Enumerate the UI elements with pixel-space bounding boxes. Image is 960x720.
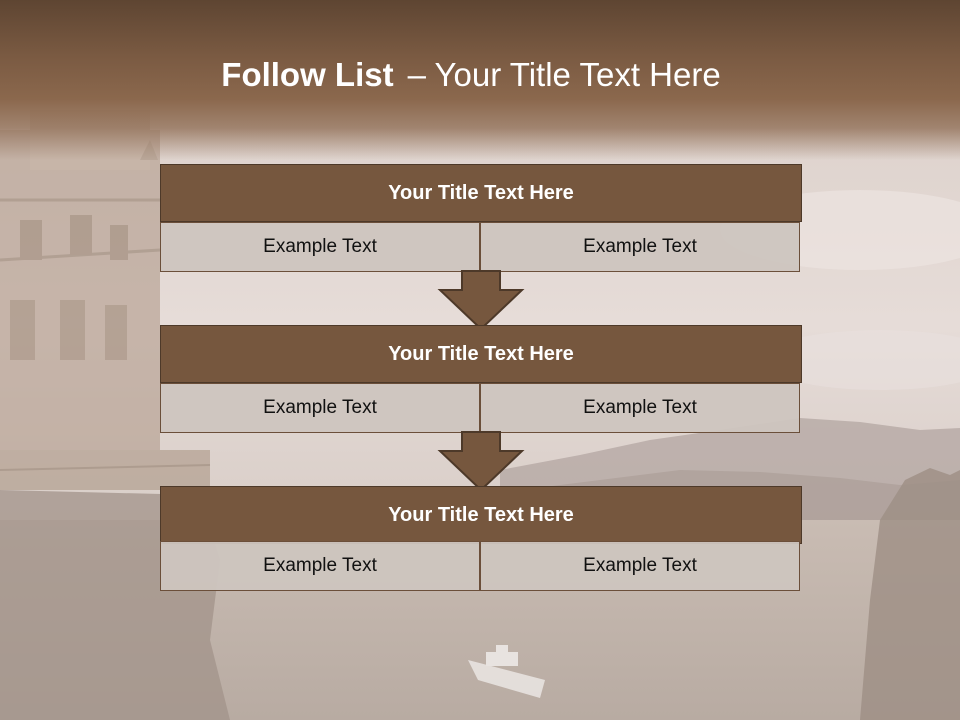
slide-title-bold: Follow List — [221, 56, 394, 93]
slide-title: Follow List– Your Title Text Here — [0, 55, 942, 95]
block-cell-left: Example Text — [160, 541, 480, 591]
block-cell-left: Example Text — [160, 383, 480, 433]
block-title: Your Title Text Here — [160, 164, 802, 222]
block-cell-right: Example Text — [480, 541, 800, 591]
block-cell-right: Example Text — [480, 222, 800, 272]
slide-title-dash: – — [407, 56, 426, 93]
block-title: Your Title Text Here — [160, 325, 802, 383]
block-cell-right: Example Text — [480, 383, 800, 433]
down-arrow-icon — [437, 431, 525, 492]
block-title: Your Title Text Here — [160, 486, 802, 544]
down-arrow-icon — [437, 270, 525, 331]
title-band — [0, 0, 960, 160]
slide-title-rest: Your Title Text Here — [434, 56, 721, 93]
block-cell-left: Example Text — [160, 222, 480, 272]
boat-icon — [468, 645, 545, 698]
